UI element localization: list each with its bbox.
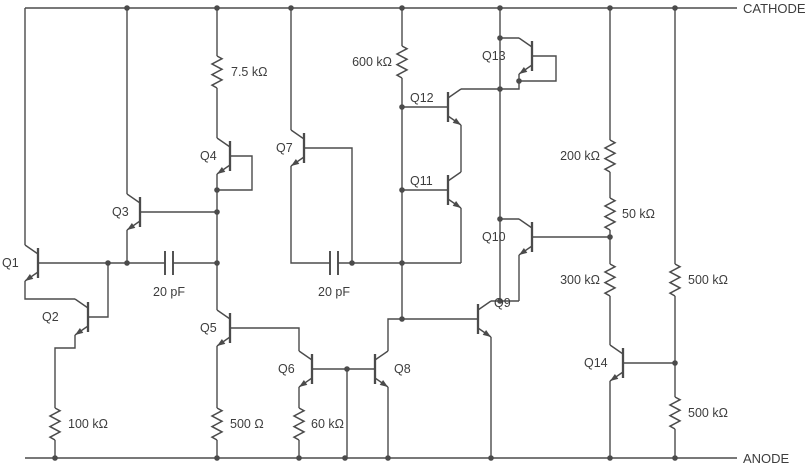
resistor-60k [292,407,306,441]
transistor-q10-symbol [517,217,534,257]
q7-base-wire [304,147,353,263]
resistor-7k5 [210,55,224,89]
q13-base-loop [519,55,557,82]
resistor-200k [603,139,617,173]
label-r60k: 60 kΩ [311,417,344,431]
resistor-600k [395,45,409,79]
label-r100k: 100 kΩ [68,417,108,431]
wire-network [24,7,737,459]
q2-base-wire [88,263,109,318]
label-q12: Q12 [410,91,434,105]
label-q4: Q4 [200,149,217,163]
q13-emitter-wire [500,74,520,90]
transistor-q3-symbol [125,192,142,232]
transistor-q13-symbol [517,36,534,76]
label-cathode: CATHODE [743,1,806,16]
label-r300k: 300 kΩ [560,273,600,287]
label-q5: Q5 [200,321,217,335]
label-q8: Q8 [394,362,411,376]
capacitor-c2 [329,251,339,275]
label-q1: Q1 [2,256,19,270]
transistor-q1-symbol [23,243,40,283]
q1-emitter-wire [24,281,75,300]
label-r50k: 50 kΩ [622,207,655,221]
resistors [48,45,682,441]
label-q2: Q2 [42,310,59,324]
transistor-q12-symbol [446,87,463,127]
resistor-500k-lower [668,396,682,430]
label-r500k-upper: 500 kΩ [688,273,728,287]
label-q6: Q6 [278,362,295,376]
capacitors [164,251,339,275]
transistor-q14-symbol [608,343,625,383]
q7-emitter-cap2-wire [290,166,330,264]
resistor-100k [48,407,62,441]
label-r600k: 600 kΩ [352,55,392,69]
label-c2: 20 pF [318,285,350,299]
label-c1: 20 pF [153,285,185,299]
capacitor-c1 [164,251,174,275]
resistor-300k [603,263,617,297]
junction-dots [52,5,678,461]
transistor-q4-symbol [215,136,232,176]
resistor-50k [603,197,617,231]
resistor-500k-upper [668,263,682,297]
q4-base-loop [217,155,253,191]
label-r500k-lower: 500 kΩ [688,406,728,420]
transistor-q5-symbol [215,308,232,348]
label-r500: 500 Ω [230,417,264,431]
label-q14: Q14 [584,356,608,370]
transistor-q11-symbol [446,170,463,210]
label-r200k: 200 kΩ [560,149,600,163]
label-q9: Q9 [494,296,511,310]
transistor-q2-symbol [73,297,90,337]
label-q10: Q10 [482,230,506,244]
label-r7k5: 7.5 kΩ [231,65,267,79]
label-q11: Q11 [410,174,433,188]
label-q7: Q7 [276,141,293,155]
transistor-q7-symbol [289,128,306,168]
q5-base-q6-collector-wire [230,327,300,351]
q2-emitter-wire [54,335,76,408]
label-q13: Q13 [482,49,506,63]
transistor-q8-symbol [373,349,390,389]
transistor-q9-symbol [476,299,493,339]
label-anode: ANODE [743,451,790,464]
transistor-q6-symbol [297,349,314,389]
resistor-500 [210,407,224,441]
label-q3: Q3 [112,205,129,219]
q8-collector-q9-base-wire [387,318,478,351]
